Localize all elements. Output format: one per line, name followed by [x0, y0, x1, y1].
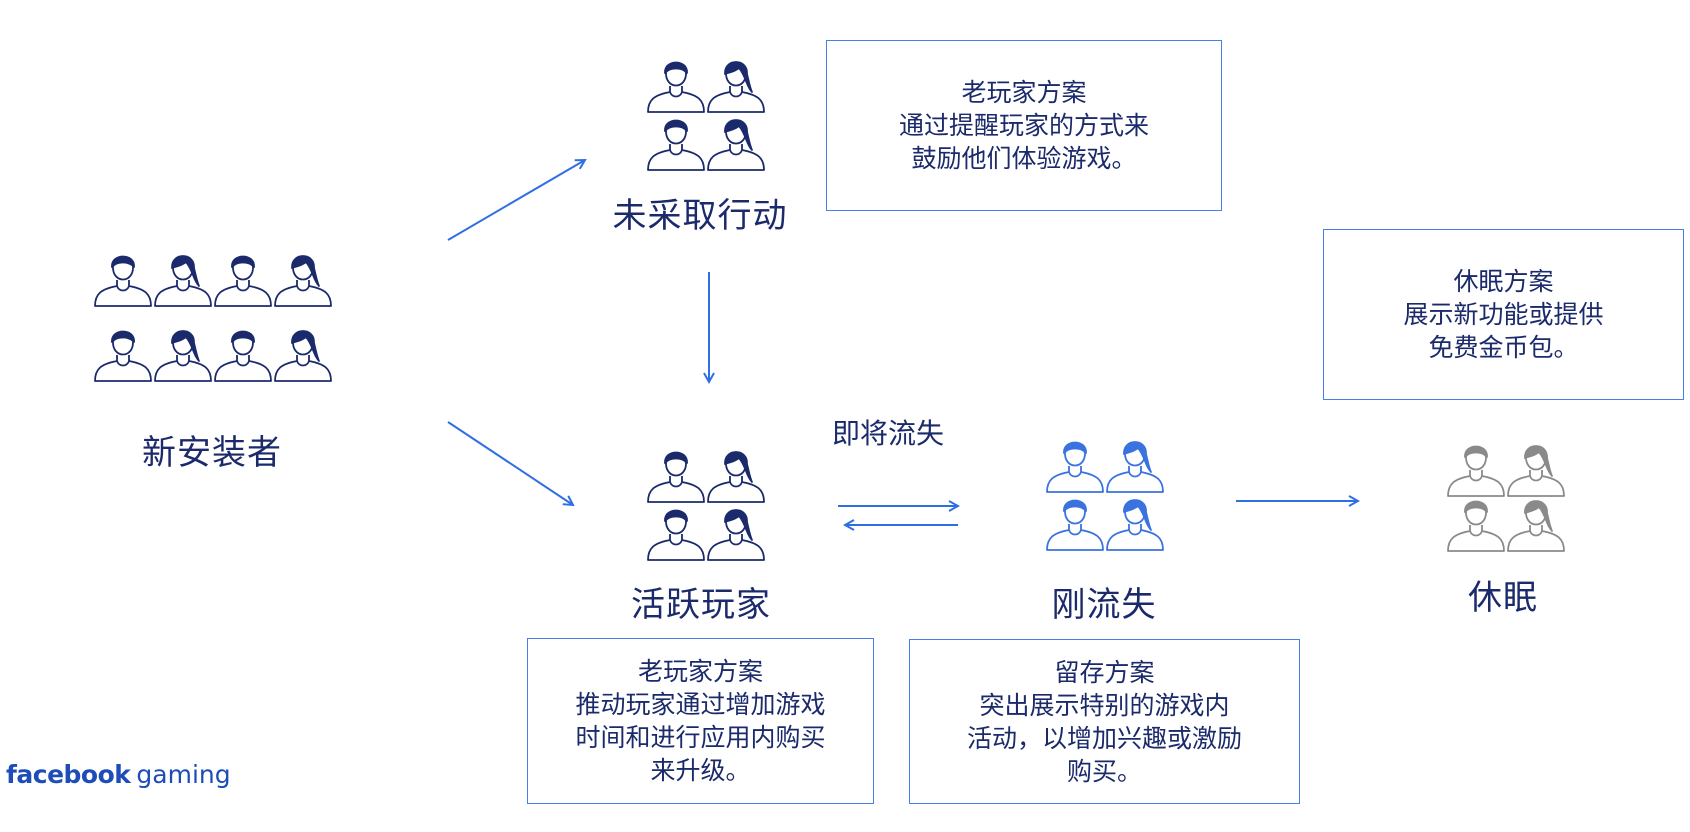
- person-icon: [1507, 500, 1565, 552]
- note-line: 来升级。: [650, 756, 751, 785]
- person-icon: [154, 330, 212, 382]
- note-no-action-plan: 老玩家方案 通过提醒玩家的方式来 鼓励他们体验游戏。: [826, 40, 1222, 211]
- person-icon: [274, 330, 332, 382]
- logo-brand: facebook: [6, 760, 131, 789]
- person-icon: [94, 255, 152, 307]
- note-line: 突出展示特别的游戏内: [979, 690, 1230, 720]
- note-line: 推动玩家通过增加游戏: [575, 690, 826, 719]
- node-label-no-action: 未采取行动: [612, 196, 788, 236]
- note-line: 免费金币包。: [1428, 333, 1579, 362]
- arrow-new-to-noaction: [447, 160, 585, 241]
- person-icon: [707, 451, 765, 503]
- node-label-active-players: 活跃玩家: [631, 585, 771, 625]
- note-retention-plan: 留存方案 突出展示特别的游戏内 活动，以增加兴趣或激励 购买。: [909, 639, 1300, 804]
- edge-label-about-to-churn: 即将流失: [832, 417, 945, 450]
- note-line: 留存方案: [1054, 657, 1155, 687]
- node-label-new-installers: 新安装者: [142, 433, 282, 473]
- note-line: 鼓励他们体验游戏。: [911, 144, 1137, 173]
- person-icon: [647, 61, 705, 113]
- person-icon: [707, 509, 765, 561]
- node-label-just-churned: 刚流失: [1051, 585, 1157, 625]
- person-icon: [1046, 441, 1104, 493]
- person-icon: [1447, 500, 1505, 552]
- note-line: 休眠方案: [1453, 267, 1554, 296]
- logo-product: gaming: [136, 760, 231, 789]
- person-icon: [1046, 499, 1104, 551]
- person-icon: [94, 330, 152, 382]
- node-label-dormant: 休眠: [1468, 578, 1538, 618]
- note-line: 展示新功能或提供: [1403, 300, 1604, 329]
- note-line: 活动，以增加兴趣或激励: [966, 723, 1242, 753]
- person-icon: [214, 330, 272, 382]
- note-line: 老玩家方案: [961, 78, 1087, 107]
- note-line: 老玩家方案: [637, 657, 763, 686]
- person-icon: [707, 119, 765, 171]
- arrow-new-to-active: [447, 421, 573, 505]
- person-icon: [1507, 445, 1565, 497]
- person-icon: [214, 255, 272, 307]
- person-icon: [647, 509, 705, 561]
- person-icon: [1106, 499, 1164, 551]
- note-dormant-plan: 休眠方案 展示新功能或提供 免费金币包。: [1323, 229, 1684, 400]
- person-icon: [1447, 445, 1505, 497]
- note-line: 时间和进行应用内购买: [575, 723, 826, 752]
- person-icon: [1106, 441, 1164, 493]
- note-line: 购买。: [1066, 756, 1142, 786]
- person-icon: [154, 255, 212, 307]
- note-line: 通过提醒玩家的方式来: [898, 111, 1149, 140]
- person-icon: [274, 255, 332, 307]
- person-icon: [707, 61, 765, 113]
- person-icon: [647, 119, 705, 171]
- person-icon: [647, 451, 705, 503]
- note-active-plan: 老玩家方案 推动玩家通过增加游戏 时间和进行应用内购买 来升级。: [527, 638, 874, 804]
